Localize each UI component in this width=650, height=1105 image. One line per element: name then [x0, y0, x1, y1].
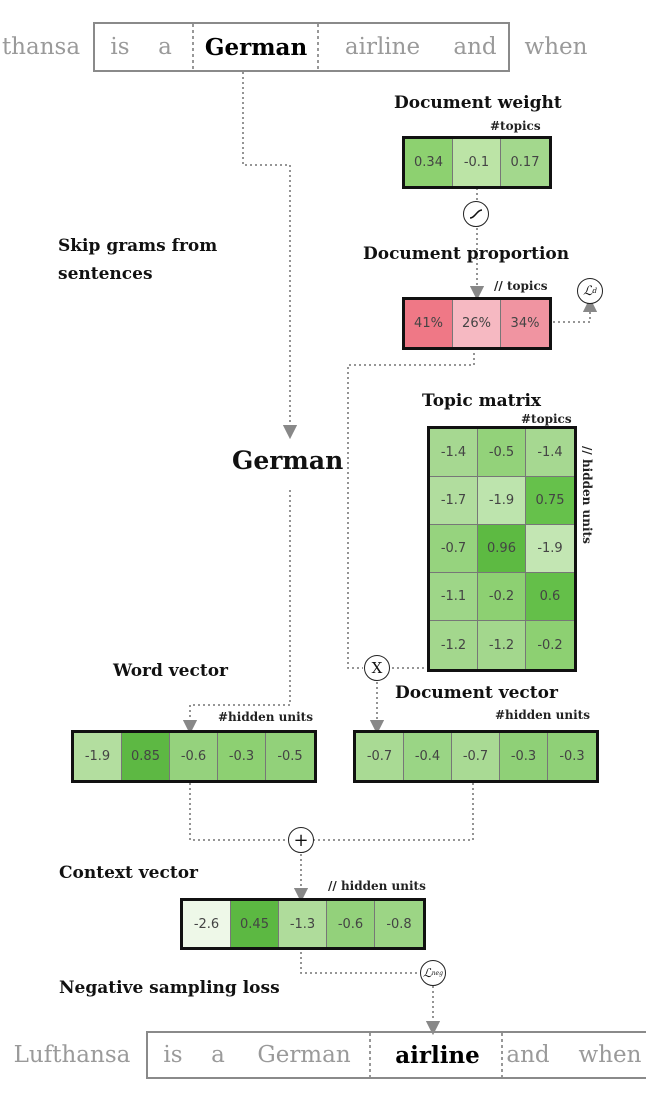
document-proportion-dim: // topics: [494, 279, 548, 293]
top-token: thansa: [1, 34, 81, 60]
word-vector-cell: -1.9: [74, 733, 122, 780]
word-vector-dim: #hidden units: [218, 710, 313, 724]
context-vector-cell: -0.8: [375, 901, 423, 947]
topic-matrix-cell: -1.2: [430, 621, 478, 669]
skip-grams-line2: sentences: [58, 264, 153, 284]
bottom-target-divider: [369, 1033, 503, 1077]
topic-matrix-cell: -1.4: [430, 429, 478, 477]
skipgram-connector: [242, 72, 298, 440]
document-proportion-cell: 26%: [453, 300, 501, 347]
context-vector-cell: 0.45: [231, 901, 279, 947]
document-weight-vector: 0.34 -0.1 0.17: [402, 136, 552, 189]
skip-grams-label: Skip grams from sentences: [58, 232, 217, 288]
document-vector-cell: -0.3: [500, 733, 548, 780]
document-vector-cell: -0.7: [356, 733, 404, 780]
bottom-token: is: [163, 1042, 183, 1068]
word-vector-cell: 0.85: [122, 733, 170, 780]
topic-matrix-cell: 0.6: [526, 573, 574, 621]
skip-grams-line1: Skip grams from: [58, 236, 218, 256]
topic-matrix-cell: -0.2: [526, 621, 574, 669]
document-vector-title: Document vector: [395, 683, 558, 703]
sigmoid-icon: [463, 201, 489, 227]
word-to-wordvector: [182, 490, 291, 735]
document-proportion-cell: 41%: [405, 300, 453, 347]
top-token: and: [453, 34, 497, 60]
context-vector-dim: // hidden units: [328, 879, 426, 893]
topic-matrix-row-label: // hidden units: [580, 446, 594, 544]
bottom-token: Lufthansa: [13, 1042, 131, 1068]
top-token: when: [524, 34, 588, 60]
bottom-token: and: [506, 1042, 550, 1068]
topic-matrix-cell: -1.1: [430, 573, 478, 621]
document-proportion-title: Document proportion: [363, 244, 570, 264]
document-weight-dim: #topics: [490, 119, 541, 133]
document-weight-cell: 0.34: [405, 139, 453, 186]
document-vector-cell: -0.7: [452, 733, 500, 780]
loss-d-symbol: ℒ: [583, 283, 593, 299]
word-vector-cell: -0.5: [266, 733, 314, 780]
topic-matrix-cell: -1.4: [526, 429, 574, 477]
proportion-to-loss: [548, 297, 598, 323]
topic-matrix-cell: -1.9: [478, 477, 526, 525]
plus-icon: +: [288, 827, 314, 853]
vectors-to-plus: [189, 783, 287, 841]
bottom-token: a: [211, 1042, 225, 1068]
context-vector-cell: -0.6: [327, 901, 375, 947]
topic-matrix-cell: -0.2: [478, 573, 526, 621]
context-vector-cell: -1.3: [279, 901, 327, 947]
proportion-to-multiply: [347, 348, 475, 669]
top-token: airline: [344, 34, 421, 60]
document-vector-cell: -0.3: [548, 733, 596, 780]
topic-matrix-cell: -0.5: [478, 429, 526, 477]
bottom-token: German: [257, 1042, 351, 1068]
multiply-icon: X: [364, 655, 390, 681]
context-to-lossneg: [300, 947, 419, 974]
word-vector-title: Word vector: [113, 661, 228, 681]
document-proportion-cell: 34%: [501, 300, 549, 347]
topic-matrix-cell: -1.7: [430, 477, 478, 525]
top-sentence-box: [93, 22, 510, 72]
document-vector-dim: #hidden units: [495, 708, 590, 722]
topic-matrix-col-label: #topics: [521, 412, 572, 426]
negative-sampling-label: Negative sampling loss: [59, 978, 280, 998]
loss-neg-symbol: ℒ: [423, 966, 432, 980]
top-target-divider: [192, 24, 319, 70]
document-vector-cell: -0.4: [404, 733, 452, 780]
bottom-token: when: [578, 1042, 642, 1068]
loss-d-sup: d: [592, 287, 597, 295]
topic-matrix-cell: -1.2: [478, 621, 526, 669]
loss-neg-sup: neg: [431, 969, 443, 977]
topic-matrix-cell: 0.75: [526, 477, 574, 525]
topic-matrix-cell: -0.7: [430, 525, 478, 573]
word-vector-cell: -0.3: [218, 733, 266, 780]
document-weight-cell: 0.17: [501, 139, 549, 186]
document-proportion-vector: 41% 26% 34%: [402, 297, 552, 350]
top-token: is: [110, 34, 130, 60]
word-vector-cell: -0.6: [170, 733, 218, 780]
bottom-token-target: airline: [395, 1041, 480, 1069]
top-token-target: German: [204, 33, 308, 61]
topic-matrix-cell: -1.9: [526, 525, 574, 573]
context-vector-title: Context vector: [59, 863, 198, 883]
document-weight-title: Document weight: [394, 93, 562, 113]
document-weight-cell: -0.1: [453, 139, 501, 186]
bottom-sentence: Lufthansa is a German airline and when: [0, 1031, 650, 1079]
topic-matrix-title: Topic matrix: [422, 391, 542, 411]
top-sentence: thansa is a German airline and when: [0, 22, 650, 72]
context-vector-cell: -2.6: [183, 901, 231, 947]
document-vector: -0.7-0.4-0.7-0.3-0.3: [353, 730, 599, 783]
topic-matrix-cell: 0.96: [478, 525, 526, 573]
top-token: a: [158, 34, 172, 60]
bottom-sentence-box: [146, 1031, 646, 1079]
target-word: German: [232, 446, 344, 475]
